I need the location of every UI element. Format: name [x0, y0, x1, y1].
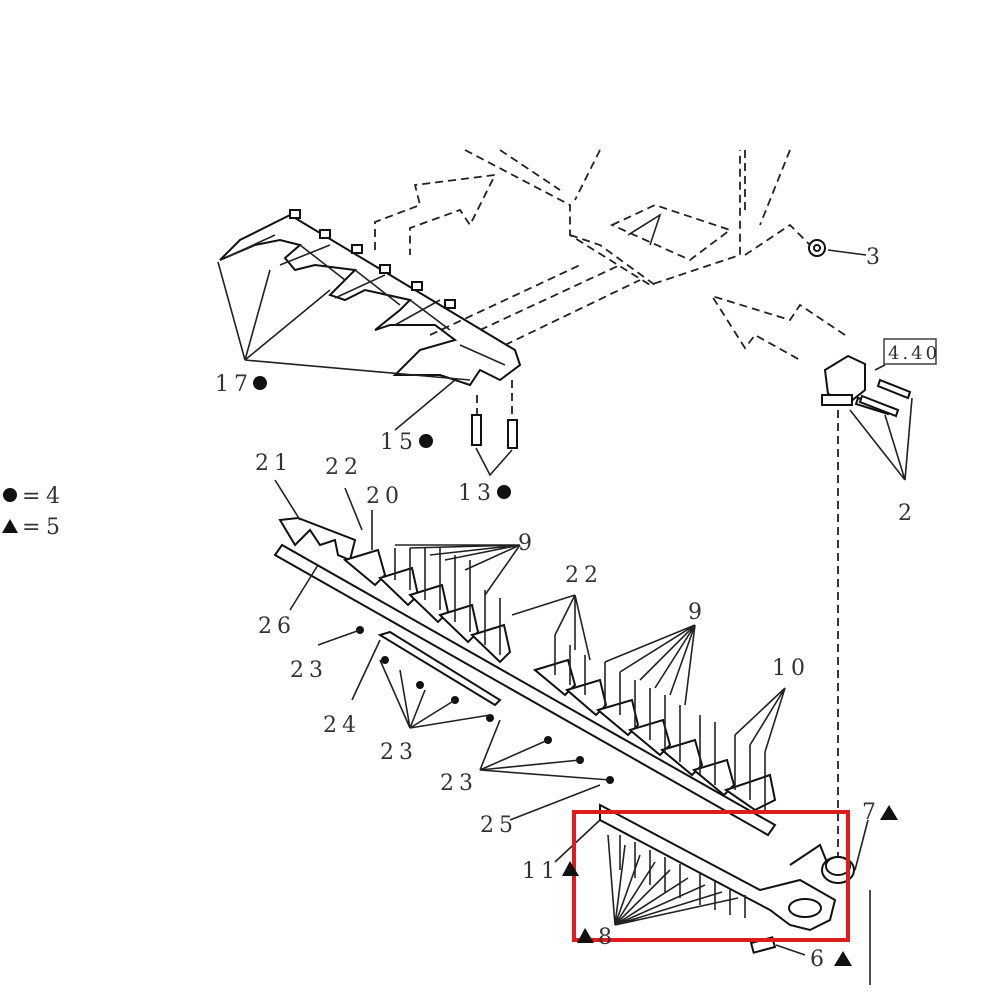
- callout-15-circle: [419, 434, 433, 448]
- callout-9-left: 9: [518, 531, 537, 556]
- legend: = 4 = 5: [2, 484, 65, 540]
- callout-21: 21: [255, 451, 293, 476]
- callout-2: 2: [898, 501, 917, 526]
- svg-text:=: =: [22, 484, 45, 509]
- guard-mount-dashlines: [429, 264, 641, 420]
- knife-head-leaders: [607, 819, 871, 985]
- callout-17: 17: [215, 372, 253, 397]
- callout-23-lower: 23: [440, 771, 478, 796]
- assembly-arrow-left: [374, 173, 497, 255]
- callout-13: 13: [458, 481, 496, 506]
- callout-22-right: 22: [565, 563, 603, 588]
- callout-11-triangle: [562, 861, 579, 876]
- callout-11: 11: [522, 859, 560, 884]
- legend-circle-value: 4: [46, 484, 65, 509]
- header-frame-dashed: [464, 149, 811, 286]
- callout-25: 25: [480, 813, 518, 838]
- reference-box-text: 4.40: [888, 343, 940, 364]
- callout-13-circle: [497, 485, 511, 499]
- knife-back-bar: [273, 543, 777, 837]
- drive-head-part: [821, 354, 912, 418]
- callout-7-triangle: [880, 805, 898, 820]
- legend-triangle-symbol: [2, 519, 18, 533]
- callout-26: 26: [258, 614, 296, 639]
- callout-3: 3: [866, 245, 885, 270]
- guard-leader-lines: [217, 261, 471, 431]
- knife-head-assembly: [599, 803, 855, 956]
- knife-leader-lines: [274, 479, 786, 863]
- callout-7: 7: [862, 800, 881, 825]
- reference-box: 4.40: [883, 338, 940, 365]
- callout-24: 24: [323, 713, 361, 738]
- guard-bolts: [471, 414, 518, 477]
- callout-10: 10: [772, 656, 810, 681]
- callout-8-triangle: [577, 928, 594, 943]
- callout-22-top: 22: [325, 455, 363, 480]
- callout-markers: [253, 376, 898, 966]
- callout-labels: 3 2 17 15 13 21 22 20 9 22 26 9 23 10 24…: [215, 245, 917, 972]
- guard-assembly: [219, 209, 522, 387]
- callout-9-right: 9: [688, 600, 707, 625]
- callout-6-triangle: [834, 951, 852, 966]
- svg-text:=: =: [22, 515, 45, 540]
- legend-triangle-value: 5: [46, 515, 65, 540]
- callout-17-circle: [253, 376, 267, 390]
- callout-8: 8: [598, 925, 617, 950]
- legend-circle-symbol: [3, 488, 17, 502]
- nut-part: [808, 239, 867, 257]
- callout-23-upper: 23: [290, 658, 328, 683]
- callout-20: 20: [366, 484, 404, 509]
- assembly-arrow-right: [709, 294, 846, 361]
- callout-23-middle: 23: [380, 740, 418, 765]
- callout-15: 15: [380, 430, 418, 455]
- callout-6: 6: [810, 947, 829, 972]
- drive-head-leaders: [837, 364, 913, 860]
